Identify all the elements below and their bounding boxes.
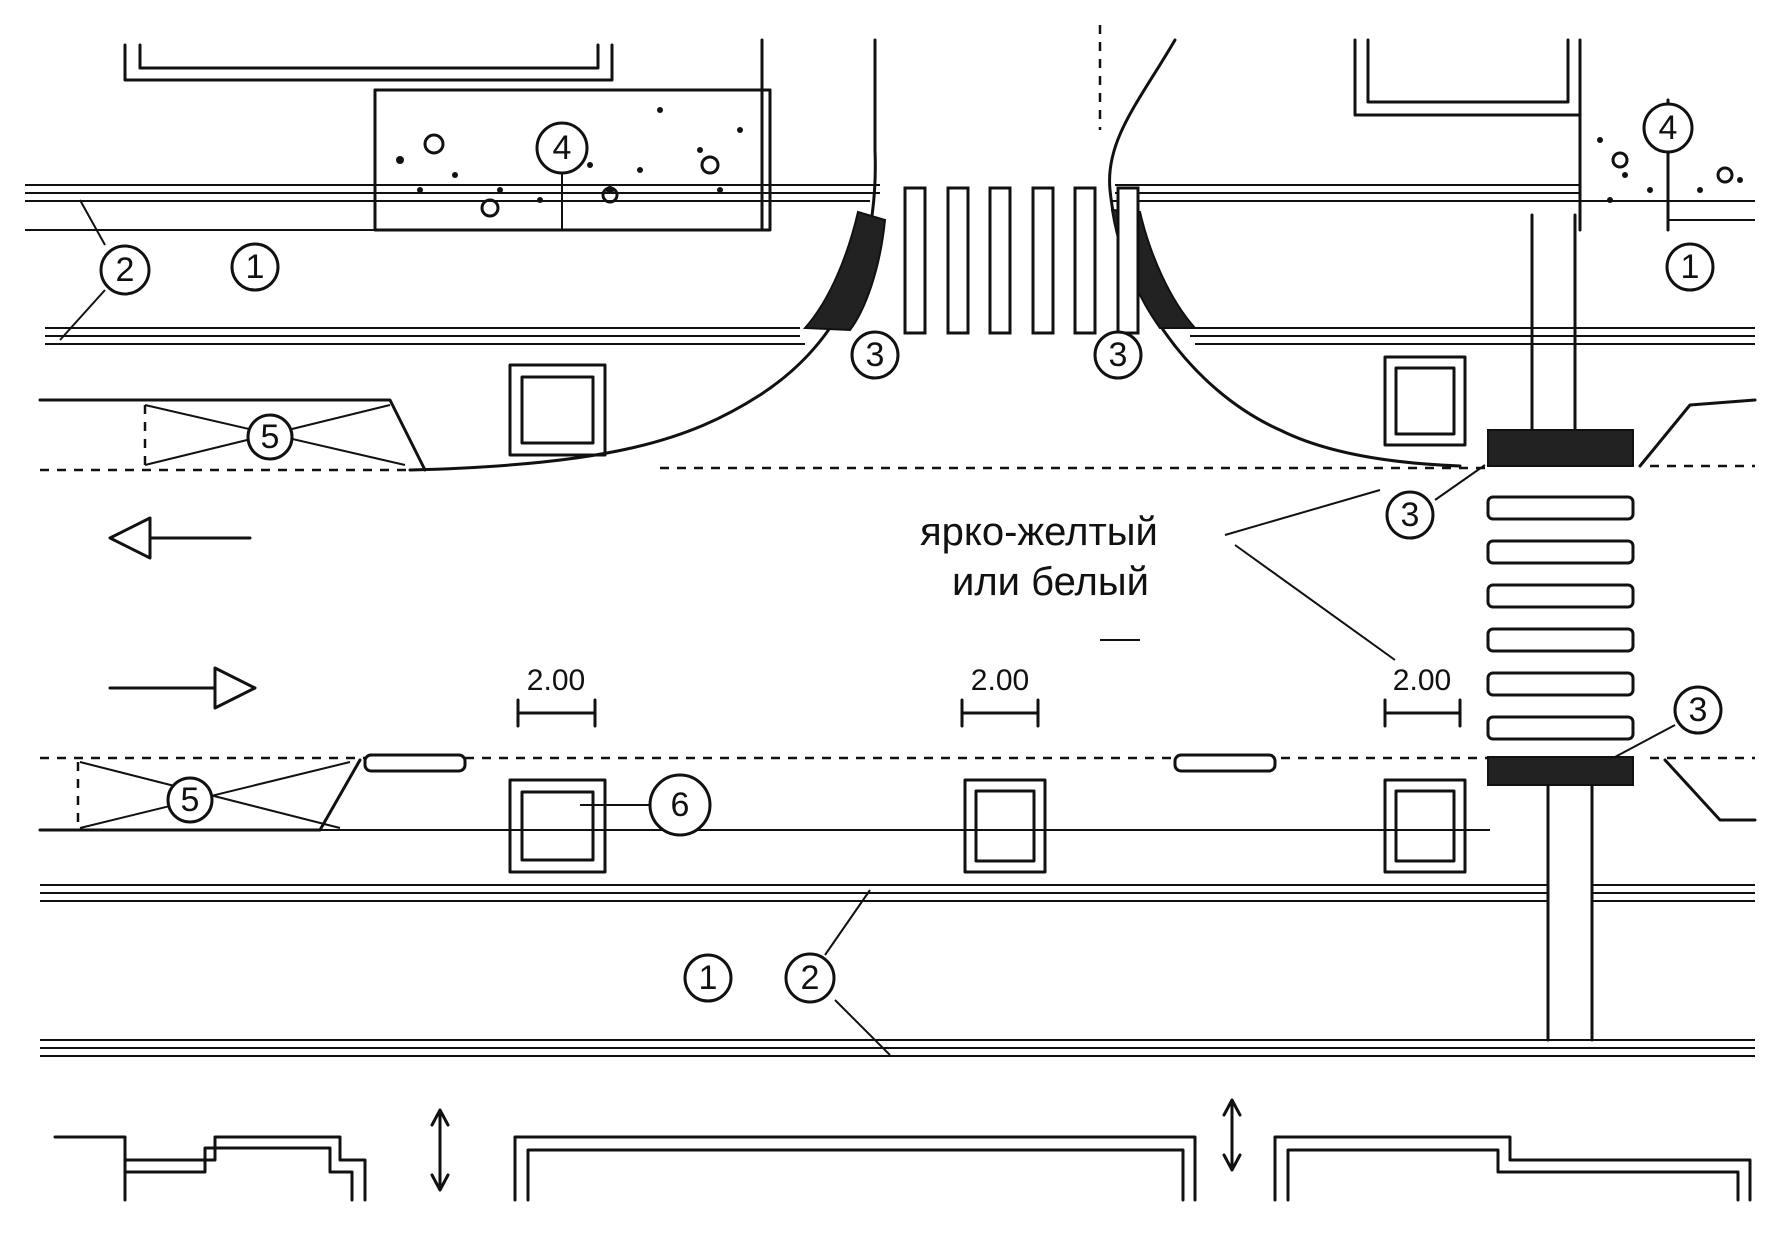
callout-2-bottom: 2 — [784, 952, 836, 1004]
svg-text:4: 4 — [1659, 109, 1678, 147]
bottom-sidewalk-lines — [40, 829, 1755, 1057]
callout-3-center: 3 — [1093, 330, 1143, 380]
colour-note-line2: или белый — [952, 560, 1149, 604]
double-arrow-icon — [430, 1108, 450, 1192]
dimension-label-2: 2.00 — [971, 664, 1029, 697]
svg-text:1: 1 — [699, 959, 718, 997]
svg-text:1: 1 — [1681, 248, 1700, 286]
svg-text:4: 4 — [553, 129, 572, 167]
svg-text:2: 2 — [801, 959, 820, 997]
callout-1-bottom: 1 — [683, 953, 733, 1003]
callout-2-leader — [59, 199, 106, 341]
callout-3-left: 3 — [850, 330, 900, 380]
dimension-label-1: 2.00 — [527, 664, 585, 697]
callout-4-left: 4 — [535, 121, 589, 175]
top-crosswalk — [903, 186, 1140, 335]
direction-arrows — [108, 516, 257, 710]
planting-dots — [396, 107, 1743, 218]
colour-note-line1: ярко-желтый — [920, 510, 1158, 554]
dimension-label-3: 2.00 — [1393, 664, 1451, 697]
callout-1-top-right: 1 — [1665, 242, 1715, 292]
callout-4-right: 4 — [1642, 102, 1694, 154]
top-buildings — [123, 38, 1670, 232]
svg-text:5: 5 — [181, 781, 200, 819]
svg-text:1: 1 — [246, 248, 265, 286]
tree-pits — [508, 355, 1467, 874]
parking-bay-lower — [38, 753, 1757, 832]
callout-3-right-lower: 3 — [1673, 685, 1723, 735]
svg-text:6: 6 — [671, 786, 690, 824]
right-crosswalk — [1486, 429, 1635, 786]
svg-text:3: 3 — [866, 336, 885, 374]
callout-5-lower: 5 — [166, 776, 214, 824]
callout-3-leader-lower — [1614, 724, 1676, 758]
arrow-right-icon — [108, 666, 257, 710]
svg-text:5: 5 — [261, 418, 280, 456]
pedestrian-path — [1530, 213, 1594, 1042]
callout-3-leader-upper — [1434, 464, 1486, 501]
colour-note: ярко-желтый или белый — [920, 489, 1396, 661]
callout-2-bottom-leader — [824, 889, 891, 1056]
side-street — [408, 25, 1462, 472]
callout-1-top-left: 1 — [230, 242, 280, 292]
double-arrow-icon — [1222, 1098, 1242, 1172]
arrow-left-icon — [108, 516, 252, 560]
svg-text:3: 3 — [1109, 336, 1128, 374]
callout-3-right-upper: 3 — [1385, 490, 1435, 540]
callout-2-top-left: 2 — [99, 244, 151, 296]
dimension-markers — [516, 698, 1462, 728]
svg-text:3: 3 — [1401, 496, 1420, 534]
bottom-buildings — [53, 1098, 1752, 1202]
callout-6: 6 — [648, 773, 712, 837]
top-sidewalk-lines — [25, 184, 1755, 345]
svg-text:2: 2 — [116, 251, 135, 289]
callout-5-upper: 5 — [246, 413, 294, 461]
svg-text:3: 3 — [1689, 691, 1708, 729]
